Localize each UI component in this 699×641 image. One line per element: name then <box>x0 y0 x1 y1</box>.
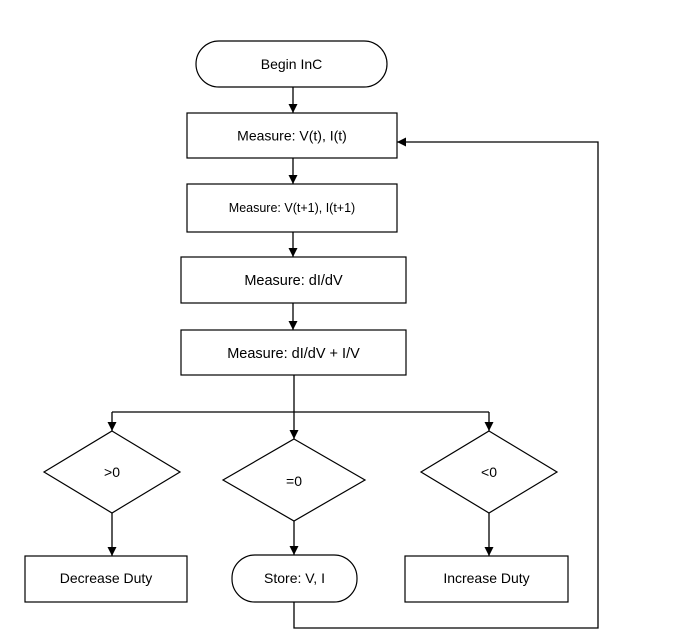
outcome-label: Increase Duty <box>443 570 529 586</box>
outcome-increase-duty: Increase Duty <box>404 555 569 603</box>
decision-less-than-zero: <0 <box>419 430 559 514</box>
outcome-label: Store: V, I <box>264 570 325 586</box>
step-label: Measure: dI/dV <box>244 273 343 289</box>
decision-label: >0 <box>104 464 120 480</box>
outcome-store-v-i: Store: V, I <box>231 554 358 603</box>
step-label: Measure: dI/dV + I/V <box>227 346 360 362</box>
outcome-label: Decrease Duty <box>60 570 153 586</box>
start-node: Begin InC <box>195 40 388 88</box>
decision-greater-than-zero: >0 <box>42 430 182 514</box>
decision-label: <0 <box>481 464 497 480</box>
start-label: Begin InC <box>261 56 322 72</box>
step-label: Measure: V(t), I(t) <box>237 128 347 144</box>
loop-back-to-step1 <box>293 137 599 629</box>
step-measure-di-dv: Measure: dI/dV <box>180 256 407 304</box>
decision-equal-zero: =0 <box>221 438 367 522</box>
step-label: Measure: V(t+1), I(t+1) <box>229 201 355 215</box>
outcome-decrease-duty: Decrease Duty <box>24 555 188 603</box>
decision-label: =0 <box>286 473 302 489</box>
step-measure-di-dv-plus-i-v: Measure: dI/dV + I/V <box>180 329 407 376</box>
step-measure-vt1-it1: Measure: V(t+1), I(t+1) <box>186 183 398 233</box>
step-measure-vt-it: Measure: V(t), I(t) <box>186 112 398 159</box>
